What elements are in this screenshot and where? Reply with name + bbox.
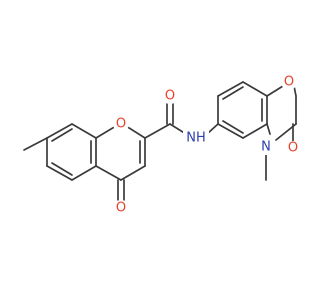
ring-oxygen-right: O <box>281 74 297 90</box>
amide-oxygen-label: O <box>165 89 175 104</box>
atom-labels: O O O NH O N O <box>113 74 300 216</box>
amide-oxygen: O <box>162 88 178 104</box>
lactam-oxygen: O <box>286 141 300 156</box>
bond-double-inner <box>51 128 73 142</box>
bond <box>120 165 146 181</box>
bond-methyl-left <box>23 137 48 151</box>
bond <box>144 123 171 139</box>
ketone-oxygen-label: O <box>116 201 126 216</box>
lactam-oxygen-label: O <box>288 141 298 156</box>
amide-nitrogen-label: NH <box>186 131 206 146</box>
bond <box>217 81 244 97</box>
bond <box>266 123 271 135</box>
ring-oxygen-left-label: O <box>116 117 126 132</box>
bond <box>242 81 268 97</box>
bond <box>266 85 284 97</box>
bond <box>46 165 73 181</box>
bond <box>242 123 268 139</box>
bond-double-inner <box>222 86 244 100</box>
molecule-structure-diagram: O O O NH O N O <box>23 74 300 216</box>
ring-oxygen-right-label: O <box>284 75 294 90</box>
bond <box>217 123 244 139</box>
ketone-oxygen: O <box>113 200 129 216</box>
bond-double-inner <box>222 120 244 134</box>
bond-double-inner <box>51 162 73 176</box>
ring-oxygen-left: O <box>113 116 129 132</box>
bond <box>95 125 117 139</box>
ring-nitrogen: N <box>258 139 274 155</box>
bond <box>71 123 97 139</box>
bond-lines <box>23 81 297 201</box>
bond <box>125 125 146 139</box>
ring-nitrogen-label: N <box>261 140 271 155</box>
bond <box>46 123 73 139</box>
amide-nitrogen: NH <box>183 131 209 146</box>
bond <box>71 165 97 181</box>
bond <box>95 165 122 181</box>
